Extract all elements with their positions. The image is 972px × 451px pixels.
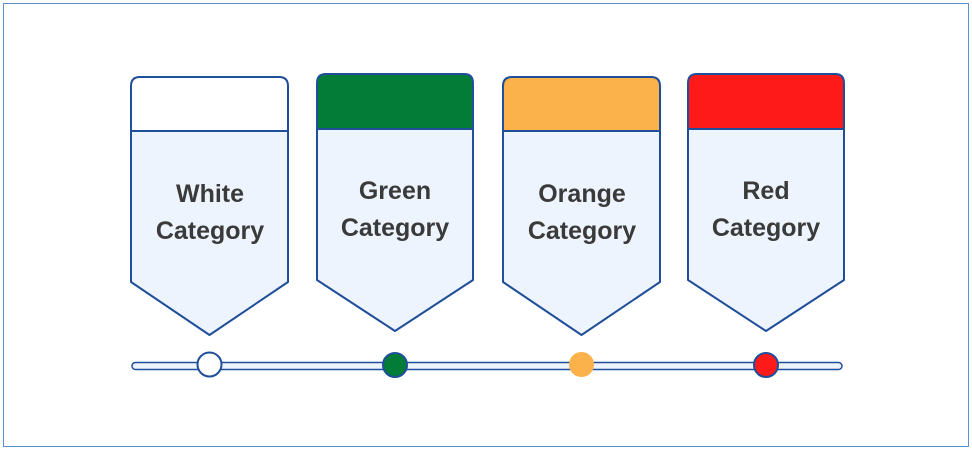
card-white	[130, 76, 289, 336]
label-line-2: Category	[527, 217, 637, 245]
timeline-dot-red	[753, 352, 779, 378]
label-red: Red Category	[687, 173, 845, 247]
card-green	[316, 73, 474, 332]
timeline-dot-orange	[569, 352, 594, 377]
label-green: Green Category	[316, 173, 474, 247]
card-header	[130, 76, 289, 132]
label-line-2: Category	[340, 214, 450, 242]
label-line-2: Category	[711, 214, 821, 242]
card-header	[316, 73, 474, 130]
card-header	[502, 76, 661, 132]
label-white: White Category	[131, 176, 289, 250]
label-line-1: Orange	[538, 180, 626, 208]
card-orange	[502, 76, 661, 336]
timeline-dot-green	[382, 352, 408, 378]
label-line-1: Red	[742, 177, 790, 205]
card-red	[687, 73, 845, 332]
label-orange: Orange Category	[503, 176, 661, 250]
label-line-1: White	[175, 180, 245, 208]
timeline-track	[131, 361, 843, 371]
label-line-1: Green	[358, 177, 432, 205]
card-header	[687, 73, 845, 130]
timeline-dot-white	[196, 351, 223, 378]
label-line-2: Category	[155, 217, 265, 245]
